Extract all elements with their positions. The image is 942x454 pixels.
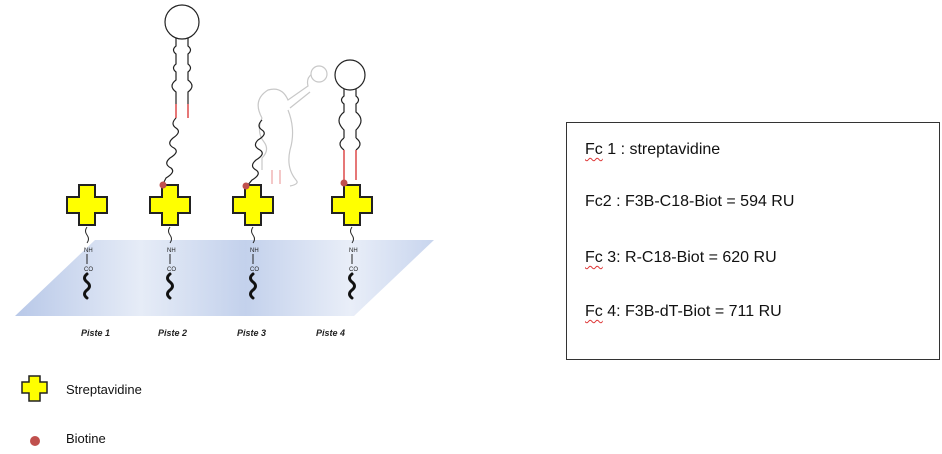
flow-cell-info-box: Fc 1 : streptavidine Fc2 : F3B-C18-Biot … xyxy=(566,122,940,360)
biotin-dot-lane-3 xyxy=(242,182,250,190)
linker-nh-lane-4: NH xyxy=(349,248,358,254)
streptavidin-cross-lane-2 xyxy=(149,184,191,226)
fc2-text: Fc2 : F3B-C18-Biot = 594 RU xyxy=(585,193,795,210)
linker-squiggle-lane-4 xyxy=(350,226,354,244)
surface-anchor-lane-1 xyxy=(83,272,91,300)
surface-anchor-lane-3 xyxy=(249,272,257,300)
fc3-prefix: Fc xyxy=(585,249,603,266)
aptamer-lane-4 xyxy=(334,59,366,180)
fc4-text: 4: F3B-dT-Biot = 711 RU xyxy=(602,303,782,320)
fc1-line: Fc 1 : streptavidine xyxy=(585,141,720,159)
linker-co-lane-1: CO xyxy=(84,267,93,273)
fc3-text: 3: R-C18-Biot = 620 RU xyxy=(602,249,777,266)
legend-streptavidine-icon xyxy=(21,375,48,402)
surface-anchor-lane-4 xyxy=(348,272,356,300)
linker-lane-3 xyxy=(246,119,265,187)
legend-biotine-label: Biotine xyxy=(66,431,106,446)
linker-group: NH CO NH CO NH CO NH CO xyxy=(83,226,358,300)
fc3-line: Fc 3: R-C18-Biot = 620 RU xyxy=(585,249,777,267)
fc4-line: Fc 4: F3B-dT-Biot = 711 RU xyxy=(585,303,782,321)
sensor-surface xyxy=(15,240,434,316)
linker-co-lane-3: CO xyxy=(250,267,259,273)
linker-nh-lane-1: NH xyxy=(84,248,93,254)
linker-co-lane-4: CO xyxy=(349,267,358,273)
streptavidin-group xyxy=(66,184,373,226)
legend-biotine-icon xyxy=(30,436,40,446)
lane-label-1: Piste 1 xyxy=(81,328,110,338)
linker-squiggle-lane-3 xyxy=(251,226,255,244)
linker-co-lane-2: CO xyxy=(167,267,176,273)
aptamer-lane-2 xyxy=(162,4,200,185)
fc1-text: 1 : streptavidine xyxy=(602,141,721,158)
lane-label-2: Piste 2 xyxy=(158,328,187,338)
aptamer-lane-3 xyxy=(257,65,328,187)
linker-squiggle-lane-2 xyxy=(168,226,172,244)
fc1-prefix: Fc xyxy=(585,141,603,158)
biotin-dot-lane-4 xyxy=(340,179,348,187)
fc4-prefix: Fc xyxy=(585,303,603,320)
lane-label-3: Piste 3 xyxy=(237,328,266,338)
streptavidin-cross-lane-1 xyxy=(66,184,108,226)
linker-nh-lane-2: NH xyxy=(167,248,176,254)
lane-label-4: Piste 4 xyxy=(316,328,345,338)
linker-nh-lane-3: NH xyxy=(250,248,259,254)
legend: Streptavidine Biotine xyxy=(21,375,142,446)
streptavidin-cross-lane-3 xyxy=(232,184,274,226)
fc2-line: Fc2 : F3B-C18-Biot = 594 RU xyxy=(585,193,794,211)
surface-anchor-lane-2 xyxy=(166,272,174,300)
legend-streptavidine-label: Streptavidine xyxy=(66,382,142,397)
biotin-dot-lane-2 xyxy=(159,181,167,189)
streptavidin-cross-lane-4 xyxy=(331,184,373,226)
linker-squiggle-lane-1 xyxy=(85,226,89,244)
